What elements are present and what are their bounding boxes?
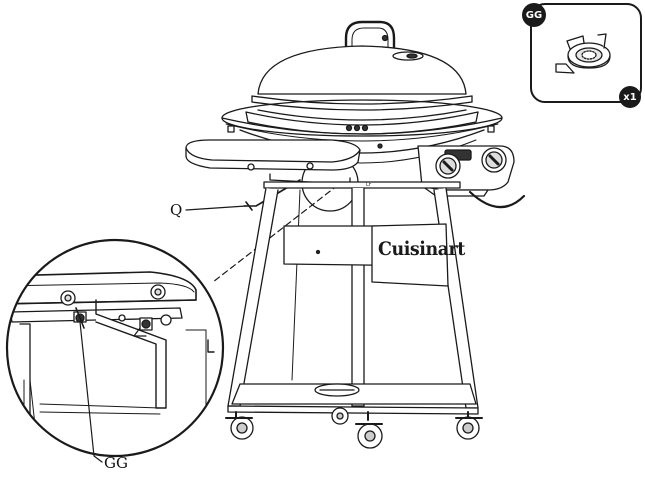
gg-part-icon xyxy=(555,33,611,74)
magnifier-pointer xyxy=(212,184,339,283)
gg-part-badge: GG xyxy=(522,3,546,27)
detail-magnifier xyxy=(5,238,225,458)
brand-logo: Cuisinart xyxy=(378,238,465,260)
parts-box xyxy=(530,3,642,103)
caster-rear xyxy=(331,407,349,425)
caster-front-left xyxy=(225,411,254,440)
quantity-badge: x1 xyxy=(619,86,641,108)
caster-front-center xyxy=(355,411,383,449)
gg-callout-label: GG xyxy=(104,454,128,472)
gg-leader xyxy=(79,321,103,463)
q-callout-label: Q xyxy=(170,201,183,219)
q-leader xyxy=(185,205,247,211)
grill: LF xyxy=(185,20,526,449)
caster-front-right xyxy=(455,411,483,440)
svg-text:LF: LF xyxy=(366,182,372,188)
